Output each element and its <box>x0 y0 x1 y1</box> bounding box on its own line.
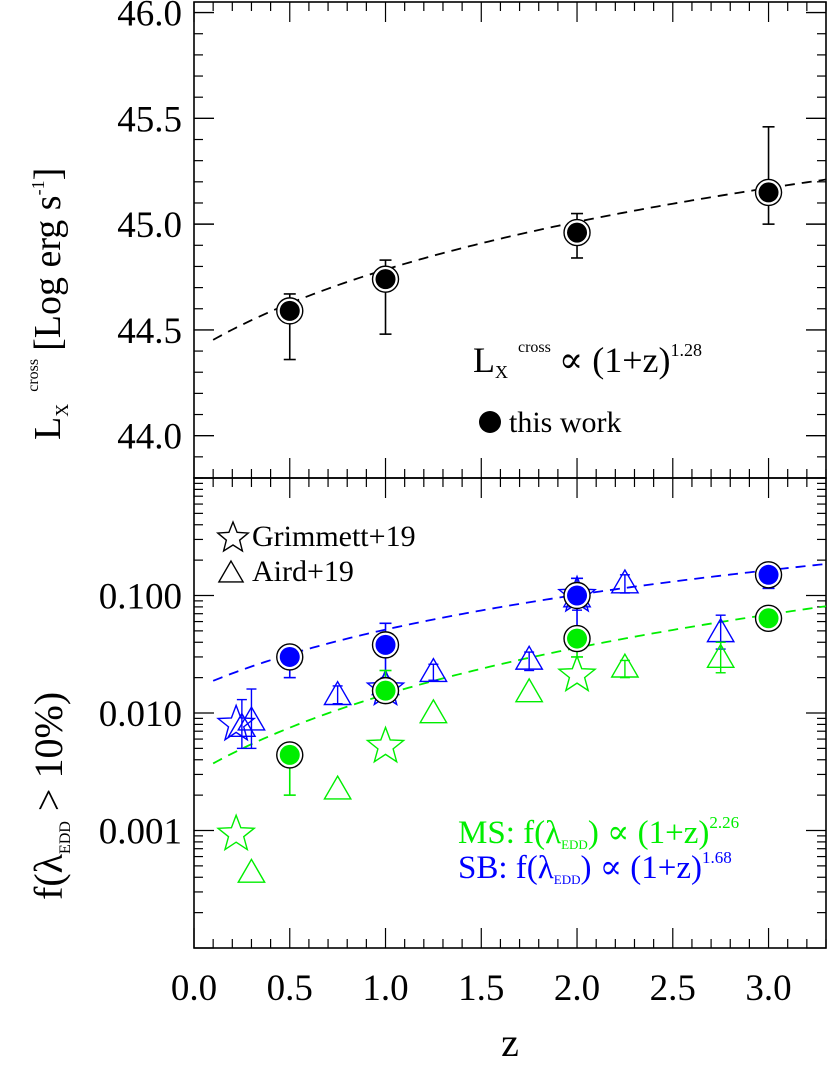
top-y-tick-label: 45.5 <box>117 99 182 140</box>
sb-point <box>375 634 396 655</box>
ms-grimmett-point <box>365 725 406 764</box>
ms-fit-curve <box>212 605 827 765</box>
ms-aird-point <box>610 652 640 678</box>
sb-ann-exp: 1.68 <box>702 848 732 867</box>
sb-fit-annotation: SB: f(λEDD) ∝ (1+z)1.68 <box>458 848 732 887</box>
ms-grimmett-point <box>557 654 597 693</box>
sb-grimmett-point <box>216 703 257 742</box>
legend-aird-label: Aird+19 <box>252 555 354 588</box>
top-ylabel-main: L <box>27 417 69 440</box>
sb-aird-point <box>418 657 448 683</box>
sb-aird-point <box>323 680 353 706</box>
bottom-y-tick-label: 0.100 <box>99 577 182 618</box>
bot-ylabel-sub: EDD <box>57 821 74 854</box>
bottom-y-tick-labels: 0.001 0.010 0.100 <box>99 577 182 853</box>
sb-point <box>758 564 779 585</box>
sb-aird-point <box>610 568 640 594</box>
top-legend: this work <box>479 406 622 439</box>
top-point <box>758 182 779 203</box>
legend-star-shape <box>215 520 251 553</box>
sb-ann-rel: ) ∝ (1+z) <box>580 850 702 886</box>
x-tick-label: 1.5 <box>458 968 504 1009</box>
bottom-fit-lines <box>212 563 827 765</box>
x-tick-label: 0.0 <box>171 968 217 1009</box>
top-y-axis-label: LXcross [Log erg s-1] <box>25 168 72 440</box>
ms-ann-rel: ) ∝ (1+z) <box>588 815 710 851</box>
legend-triangle-icon <box>217 559 245 583</box>
ms-ann-sub: EDD <box>561 837 588 852</box>
bottom-y-axis-label: f(λEDD > 10%) <box>26 692 74 900</box>
x-tick-labels: 0.0 0.5 1.0 1.5 2.0 2.5 3.0 <box>171 968 792 1009</box>
x-tick-label: 2.0 <box>554 968 600 1009</box>
x-tick-label: 0.5 <box>267 968 313 1009</box>
top-data-points <box>276 126 783 361</box>
legend-triangle-shape <box>217 559 245 583</box>
sb-point <box>279 646 300 667</box>
top-ylabel-unit-sup: -1 <box>28 180 48 195</box>
bottom-y-tick-label: 0.001 <box>99 812 182 853</box>
top-fit-annotation: LXcross ∝ (1+z)1.28 <box>473 339 702 382</box>
ms-point <box>279 744 300 765</box>
top-y-tick-label: 44.5 <box>117 311 182 352</box>
top-ann-lhs: L <box>473 340 495 380</box>
top-y-tick-label: 45.0 <box>117 205 182 246</box>
ms-point <box>758 608 779 629</box>
legend-grimmett-label: Grimmett+19 <box>252 520 416 553</box>
top-ann-sup: cross <box>518 339 551 356</box>
top-y-ticks <box>193 2 827 479</box>
sb-ann-label: SB: f(λ <box>458 850 554 886</box>
legend-star-icon <box>215 520 251 553</box>
top-ann-sub: X <box>495 362 508 382</box>
top-ylabel-sup: cross <box>25 359 42 392</box>
top-ylabel-unit-close: ] <box>27 168 69 181</box>
top-ylabel-unit: [Log erg s <box>27 195 69 351</box>
ms-aird-point <box>514 677 544 703</box>
bot-ylabel-post: > 10%) <box>26 692 71 821</box>
top-legend-label: this work <box>509 406 622 439</box>
bottom-ticks <box>193 477 827 949</box>
bottom-data-points <box>216 561 783 883</box>
bot-ylabel-pre: f(λ <box>26 853 71 900</box>
top-ann-exp: 1.28 <box>671 340 703 360</box>
x-tick-label: 1.0 <box>362 968 408 1009</box>
ms-fit-annotation: MS: f(λEDD) ∝ (1+z)2.26 <box>458 813 739 852</box>
x-axis-label: z <box>501 1020 519 1065</box>
ms-grimmett-point <box>216 813 257 852</box>
bottom-panel: 0.001 0.010 0.100 0.0 0.5 1.0 1.5 2.0 2.5 3.0 f(… <box>26 477 827 1065</box>
top-panel: 44.044.545.045.546.0 LXcross[Log erg s-1… <box>25 0 827 479</box>
sb-aird-point <box>514 644 544 670</box>
top-y-tick-label: 46.0 <box>117 0 182 35</box>
ms-aird-point <box>706 643 736 669</box>
sb-fit-curve <box>212 563 827 682</box>
top-y-tick-labels: 44.0 44.5 45.0 45.5 46.0 <box>117 0 182 458</box>
x-tick-label: 3.0 <box>745 968 791 1009</box>
top-ylabel-sub: X <box>52 404 72 417</box>
top-legend-marker <box>479 411 501 433</box>
top-fit-curve <box>212 178 827 341</box>
ms-aird-point <box>418 698 448 724</box>
ms-point <box>567 628 588 649</box>
bottom-legend: Grimmett+19 Aird+19 <box>215 520 416 588</box>
sb-point <box>567 585 588 606</box>
sb-ann-sub: EDD <box>554 872 581 887</box>
top-fit-line <box>212 178 827 341</box>
bottom-y-tick-label: 0.010 <box>99 694 182 735</box>
top-point <box>375 269 396 290</box>
ms-point <box>375 680 396 701</box>
ms-ann-label: MS: f(λ <box>458 815 561 851</box>
top-point <box>567 222 588 243</box>
top-ann-rel: ∝ (1+z) <box>559 340 671 380</box>
ms-ann-exp: 2.26 <box>709 813 739 832</box>
ms-aird-point <box>323 774 353 800</box>
ms-aird-point <box>237 858 266 883</box>
top-y-tick-label: 44.0 <box>117 417 182 458</box>
top-point <box>279 300 300 321</box>
x-tick-label: 2.5 <box>650 968 696 1009</box>
